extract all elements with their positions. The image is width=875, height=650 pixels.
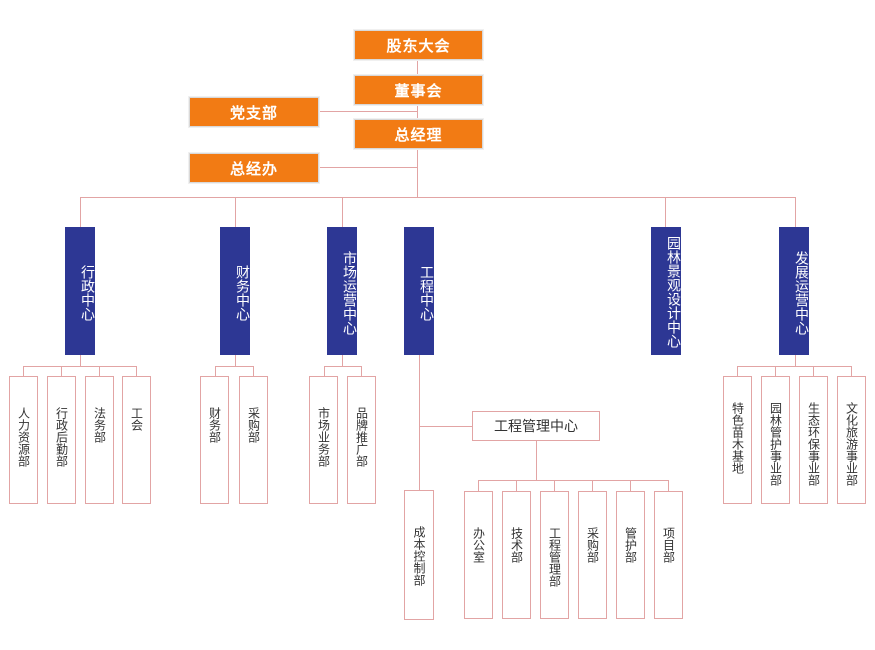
market-business-dept-box: 市场业务部 <box>309 376 338 504</box>
connector-admin-d2 <box>61 366 62 376</box>
connector-dev-d3 <box>813 366 814 376</box>
connector-party <box>318 111 418 112</box>
marketing-center-box: 市场运营中心 <box>327 227 357 355</box>
admin-logistics-dept-box: 行政后勤部 <box>47 376 76 504</box>
connector-marketing-d2 <box>361 366 362 376</box>
connector-eng-d2 <box>516 480 517 491</box>
connector-dev-d1 <box>737 366 738 376</box>
connector-eng-mgmt-down <box>536 441 537 481</box>
connector-development-bar <box>737 366 852 367</box>
connector-finance-d2 <box>253 366 254 376</box>
engineering-center-box: 工程中心 <box>404 227 434 355</box>
connector-eng-mgmt <box>419 426 472 427</box>
admin-center-box: 行政中心 <box>65 227 95 355</box>
connector-eng-mgmt-bar <box>478 480 669 481</box>
brand-promotion-dept-box: 品牌推广部 <box>347 376 376 504</box>
engineering-mgmt-center-box: 工程管理中心 <box>472 411 600 441</box>
connector-dev-d2 <box>775 366 776 376</box>
connector-admin-d1 <box>23 366 24 376</box>
finance-dept-box: 财务部 <box>200 376 229 504</box>
connector-development-down <box>795 354 796 367</box>
project-dept-box: 项目部 <box>654 491 683 619</box>
general-manager-box: 总经理 <box>354 119 483 149</box>
connector-admin-d3 <box>99 366 100 376</box>
connector-gm-office <box>318 167 418 168</box>
connector-finance-bar <box>215 366 254 367</box>
landscape-design-center-box: 园林景观设计中心 <box>651 227 681 355</box>
party-branch-box: 党支部 <box>189 97 319 127</box>
cost-control-dept-box: 成本控制部 <box>404 490 434 620</box>
connector-centers-bar <box>80 197 796 198</box>
connector-marketing-down <box>342 354 343 367</box>
connector-admin-bar <box>23 366 137 367</box>
connector-admin-d4 <box>136 366 137 376</box>
hr-dept-box: 人力资源部 <box>9 376 38 504</box>
connector-landscape <box>665 197 666 227</box>
connector-dev-d4 <box>851 366 852 376</box>
connector-marketing <box>342 197 343 227</box>
connector-eng-d4 <box>592 480 593 491</box>
union-box: 工会 <box>122 376 151 504</box>
connector-eng-d1 <box>478 480 479 491</box>
garden-maintenance-div-box: 园林管护事业部 <box>761 376 790 504</box>
connector-marketing-bar <box>324 366 362 367</box>
connector-eng-d6 <box>668 480 669 491</box>
seedling-base-box: 特色苗木基地 <box>723 376 752 504</box>
culture-tourism-div-box: 文化旅游事业部 <box>837 376 866 504</box>
board-of-directors-box: 董事会 <box>354 75 483 105</box>
connector-admin <box>80 197 81 227</box>
finance-center-box: 财务中心 <box>220 227 250 355</box>
connector-marketing-d1 <box>324 366 325 376</box>
eng-procurement-dept-box: 采购部 <box>578 491 607 619</box>
connector-finance-d1 <box>215 366 216 376</box>
eng-mgmt-dept-box: 工程管理部 <box>540 491 569 619</box>
shareholders-meeting-box: 股东大会 <box>354 30 483 60</box>
development-center-box: 发展运营中心 <box>779 227 809 355</box>
legal-dept-box: 法务部 <box>85 376 114 504</box>
procurement-dept-box: 采购部 <box>239 376 268 504</box>
connector-eng-d5 <box>630 480 631 491</box>
maintenance-dept-box: 管护部 <box>616 491 645 619</box>
connector-eng-d3 <box>554 480 555 491</box>
connector-admin-down <box>80 354 81 367</box>
connector-finance-down <box>235 354 236 367</box>
eco-protection-div-box: 生态环保事业部 <box>799 376 828 504</box>
connector-finance <box>235 197 236 227</box>
office-box: 办公室 <box>464 491 493 619</box>
connector-development <box>795 197 796 227</box>
gm-office-box: 总经办 <box>189 153 319 183</box>
connector-engineering-down <box>419 354 420 490</box>
tech-dept-box: 技术部 <box>502 491 531 619</box>
